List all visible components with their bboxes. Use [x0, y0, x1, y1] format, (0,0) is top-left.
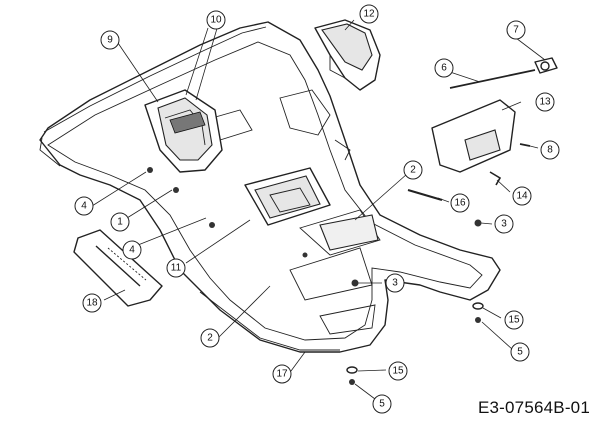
svg-text:4: 4	[129, 245, 135, 256]
svg-text:18: 18	[86, 298, 98, 309]
small-parts	[147, 143, 531, 385]
callout-14: 14	[512, 186, 532, 206]
svg-text:15: 15	[392, 366, 404, 377]
callout-5-bottom: 5	[372, 394, 392, 414]
svg-text:5: 5	[517, 347, 523, 358]
callout-17: 17	[272, 364, 292, 384]
callout-2-upper: 2	[403, 160, 423, 180]
svg-text:9: 9	[107, 35, 113, 46]
callout-10: 10	[206, 10, 226, 30]
callouts: 9 10 12 7 6 13 8 14 16 2 3 3 15 5 15 5 1…	[74, 4, 560, 414]
svg-text:10: 10	[210, 15, 222, 26]
svg-text:5: 5	[379, 399, 385, 410]
svg-text:17: 17	[276, 369, 288, 380]
svg-text:2: 2	[410, 165, 416, 176]
callout-16: 16	[450, 193, 470, 213]
svg-text:16: 16	[454, 198, 466, 209]
svg-text:1: 1	[117, 217, 123, 228]
callout-7: 7	[506, 20, 526, 40]
callout-9: 9	[100, 30, 120, 50]
leader-lines	[91, 19, 546, 403]
callout-15-bottom: 15	[388, 361, 408, 381]
svg-text:13: 13	[539, 97, 551, 108]
svg-text:7: 7	[513, 25, 519, 36]
callout-11: 11	[166, 258, 186, 278]
callout-8: 8	[540, 140, 560, 160]
svg-text:15: 15	[508, 315, 520, 326]
svg-text:4: 4	[81, 201, 87, 212]
svg-text:3: 3	[501, 219, 507, 230]
callout-4-lower: 4	[122, 240, 142, 260]
lid-part	[431, 99, 516, 173]
callout-4-upper: 4	[74, 196, 94, 216]
callout-12: 12	[359, 4, 379, 24]
steering-console	[144, 89, 223, 173]
callout-5-right: 5	[510, 342, 530, 362]
callout-3-right: 3	[494, 214, 514, 234]
callout-3-center: 3	[385, 273, 405, 293]
callout-2-lower: 2	[200, 328, 220, 348]
seat-opening-frame	[244, 167, 331, 226]
svg-text:14: 14	[516, 191, 528, 202]
svg-text:12: 12	[363, 9, 375, 20]
callout-6: 6	[434, 58, 454, 78]
callout-13: 13	[535, 92, 555, 112]
cable-rod	[449, 57, 558, 89]
svg-text:11: 11	[171, 263, 182, 274]
svg-text:8: 8	[547, 145, 553, 156]
callout-1: 1	[110, 212, 130, 232]
callout-15-right: 15	[504, 310, 524, 330]
svg-text:6: 6	[441, 63, 447, 74]
svg-text:2: 2	[207, 333, 213, 344]
cap-part	[314, 19, 381, 91]
drawing-code: E3-07564B-01	[477, 398, 590, 417]
svg-text:3: 3	[392, 278, 398, 289]
callout-18: 18	[82, 293, 102, 313]
bracket-part	[73, 229, 163, 307]
